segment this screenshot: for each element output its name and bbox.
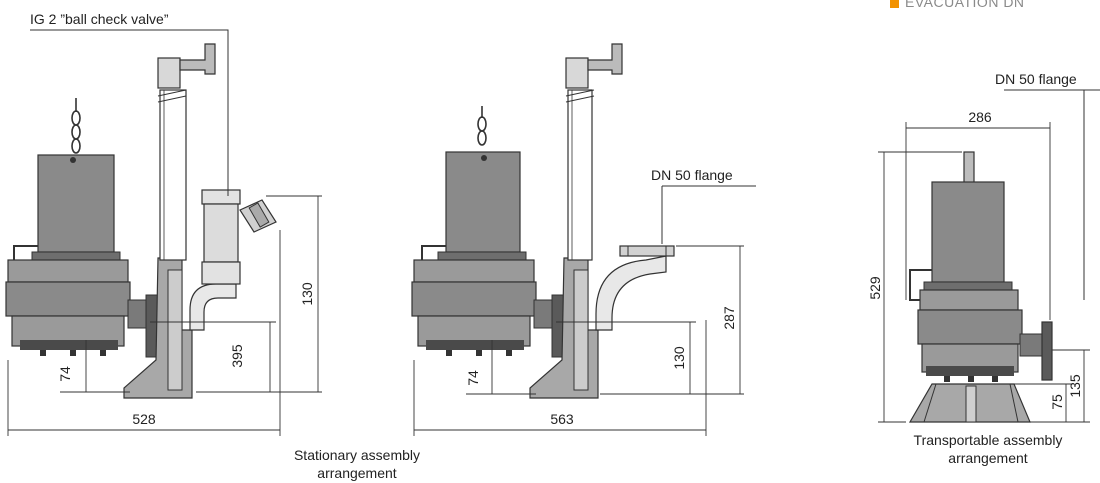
flange-leader-line (661, 185, 756, 244)
stationary-pump-with-valve: IG 2 ”ball check valve” 528 130 395 74 (5, 11, 322, 436)
outlet-flange (619, 245, 675, 257)
right-height-dimension: 529 (867, 276, 883, 300)
transportable-caption: Transportable assembly arrangement (880, 431, 1096, 467)
flange-leader-line (1004, 89, 1100, 300)
left-outlet-dimension: 395 (229, 344, 245, 368)
stationary-caption-line2: arrangement (317, 465, 397, 481)
transportable-caption-line2: arrangement (948, 450, 1028, 466)
lifting-chain (477, 106, 487, 146)
motor-housing (37, 154, 115, 253)
dimension-lines (878, 122, 1090, 423)
right-base-dimension: 75 (1049, 394, 1065, 410)
section-header: EVACUATION DN (890, 0, 1025, 10)
dimension-lines (413, 245, 744, 436)
right-outlet-dimension: 135 (1067, 374, 1083, 398)
pump-body (919, 289, 1019, 311)
middle-base-dimension: 74 (465, 370, 481, 386)
middle-flange-label: DN 50 flange (651, 167, 733, 183)
stationary-caption: Stationary assembly arrangement (262, 446, 452, 482)
left-width-dimension: 528 (132, 411, 156, 427)
motor-housing (931, 181, 1005, 283)
right-width-dimension: 286 (968, 109, 992, 125)
transportable-pump: DN 50 flange 286 529 135 75 (867, 71, 1100, 423)
valve-label: IG 2 ”ball check valve” (30, 11, 169, 27)
section-header-text: EVACUATION DN (905, 0, 1025, 10)
middle-height-dimension: 287 (721, 306, 737, 330)
stationary-caption-line1: Stationary assembly (293, 447, 421, 463)
middle-width-dimension: 563 (550, 411, 574, 427)
ball-check-valve (201, 189, 277, 285)
stationary-pump-with-flange: DN 50 flange 563 287 130 74 (411, 43, 756, 436)
pump-body (7, 259, 129, 283)
left-base-dimension: 74 (57, 366, 73, 382)
pump-body (413, 259, 535, 283)
dimension-lines (7, 195, 322, 436)
middle-outlet-dimension: 130 (671, 346, 687, 370)
lifting-chain (71, 98, 81, 154)
valve-leader-line (30, 29, 229, 196)
left-height-dimension: 130 (299, 282, 315, 306)
outlet-flange (1041, 321, 1053, 381)
motor-housing (445, 151, 521, 253)
carry-handle (963, 151, 975, 185)
right-flange-label: DN 50 flange (995, 71, 1077, 87)
transportable-caption-line1: Transportable assembly (913, 432, 1063, 448)
orange-square-icon (890, 0, 899, 8)
